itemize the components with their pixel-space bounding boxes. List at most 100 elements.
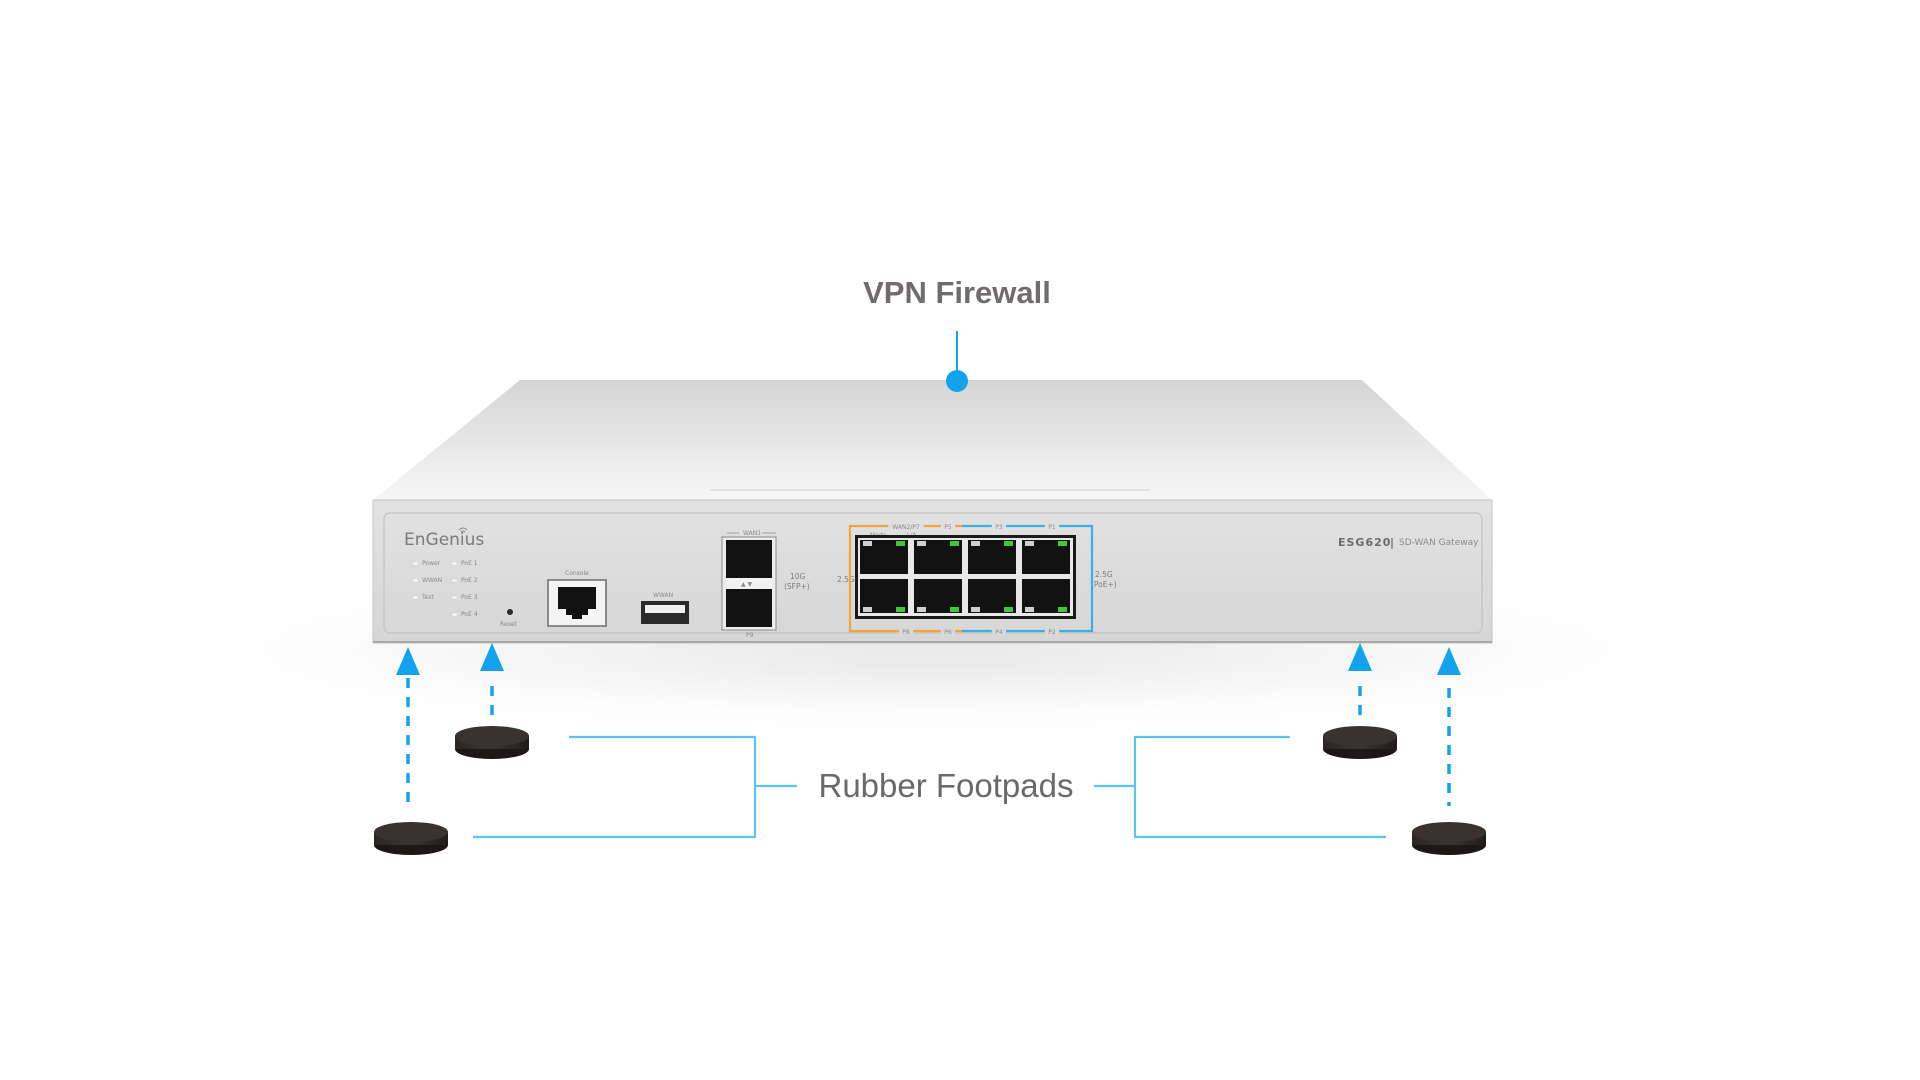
- port-link-led: [1058, 607, 1067, 612]
- ethernet-port[interactable]: [1022, 579, 1070, 613]
- arrow-up-icon: [1437, 647, 1461, 675]
- footpads-left-bracket: [473, 735, 797, 839]
- port-top-label-0: WAN2/P7: [892, 524, 920, 531]
- poe-led-indicator: [451, 595, 458, 600]
- sfp-speed-label: 10G: [790, 572, 806, 581]
- port-top-label-3: P1: [1048, 524, 1056, 531]
- sfp-arrow-icons: ▲ ▼: [741, 581, 753, 588]
- reset-button[interactable]: [507, 609, 513, 615]
- label-knockout: [991, 627, 1007, 635]
- label-knockout: [940, 522, 956, 530]
- arrow-up-icon: [396, 647, 420, 675]
- status-led-indicator: [412, 561, 419, 566]
- label-knockout: [898, 627, 914, 635]
- right-poe-label: (PoE+): [1091, 580, 1117, 589]
- model-name: ESG620: [1338, 536, 1391, 549]
- ethernet-port[interactable]: [860, 579, 908, 613]
- port-mode-led: [917, 541, 926, 546]
- poe-led-label-3: PoE 4: [461, 611, 478, 618]
- port-link-led: [950, 607, 959, 612]
- brand-logo: EnGenius: [404, 530, 484, 550]
- rubber-footpad: [374, 822, 448, 855]
- sfp-top-label: WAN1: [743, 530, 761, 537]
- port-top-label-1: P5: [944, 524, 952, 531]
- label-knockout: [1044, 627, 1060, 635]
- reset-label: Reset: [500, 621, 517, 628]
- label-knockout: [1044, 522, 1060, 530]
- right-speed-label: 2.5G: [1095, 570, 1113, 579]
- footpads-right-bracket: [1094, 735, 1386, 839]
- status-led-indicator: [412, 578, 419, 583]
- footpad-arrow-2: [480, 643, 504, 718]
- arrow-up-icon: [1348, 643, 1372, 671]
- poe-led-indicator: [451, 561, 458, 566]
- front-bezel: [383, 512, 1483, 634]
- port-bottom-label-3: P2: [1048, 629, 1056, 636]
- port-mode-led: [971, 541, 980, 546]
- wifi-logo-icon: [458, 527, 468, 533]
- vpn-firewall-title: VPN Firewall: [863, 275, 1051, 310]
- led-label-2: Test: [421, 594, 434, 601]
- sfp-type-label: (SFP+): [784, 582, 810, 591]
- model-description: SD-WAN Gateway: [1399, 538, 1479, 548]
- port-link-led: [896, 607, 905, 612]
- port-link-led: [1004, 607, 1013, 612]
- sfp-bottom-label: P9: [746, 632, 754, 639]
- port-link-led: [950, 541, 959, 546]
- label-knockout: [991, 522, 1007, 530]
- vpn-firewall-marker-dot: [946, 370, 968, 392]
- footpad-arrow-3: [1348, 643, 1372, 718]
- console-label: Console: [565, 570, 589, 577]
- ethernet-port[interactable]: [1022, 540, 1070, 574]
- wwan-label: WWAN: [653, 592, 673, 599]
- rubber-footpad: [1412, 822, 1486, 855]
- ethernet-port[interactable]: [914, 579, 962, 613]
- poe-led-label-0: PoE 1: [461, 560, 478, 567]
- ethernet-port[interactable]: [968, 579, 1016, 613]
- poe-led-indicator: [451, 612, 458, 617]
- ethernet-port[interactable]: [968, 540, 1016, 574]
- port-link-led: [1004, 541, 1013, 546]
- footpad-arrow-1: [396, 647, 420, 806]
- model-separator: |: [1390, 536, 1395, 549]
- port-bottom-label-1: P6: [944, 629, 952, 636]
- arrow-up-icon: [480, 643, 504, 671]
- rubber-footpad: [455, 726, 529, 759]
- sfp-slot-bottom[interactable]: [726, 589, 772, 627]
- ethernet-port[interactable]: [860, 540, 908, 574]
- port-top-label-2: P3: [995, 524, 1003, 531]
- led-label-0: Power: [422, 560, 441, 567]
- port-mode-led: [863, 541, 872, 546]
- rubber-footpad: [1323, 726, 1397, 759]
- port-link-led: [1058, 541, 1067, 546]
- sfp-divider: [726, 578, 772, 589]
- sfp-port-group: WAN1 ▲ ▼ 10G (SFP+) P9: [721, 530, 810, 639]
- port-link-led: [896, 541, 905, 546]
- port-mode-led: [1025, 541, 1034, 546]
- device-top-surface: [373, 380, 1492, 500]
- poe-led-label-2: PoE 3: [461, 594, 478, 601]
- footpad-arrow-4: [1437, 647, 1461, 806]
- ethernet-port[interactable]: [914, 540, 962, 574]
- port-mode-led: [863, 607, 872, 612]
- poe-led-indicator: [451, 578, 458, 583]
- wwan-usb-port[interactable]: [641, 601, 689, 624]
- blue-poe-bracket: [962, 524, 1094, 633]
- port-bottom-label-0: P8: [902, 629, 910, 636]
- label-knockout: [940, 627, 956, 635]
- console-port[interactable]: [547, 579, 607, 627]
- port-bottom-label-2: P4: [995, 629, 1003, 636]
- port-mode-led: [1025, 607, 1034, 612]
- port-mode-led: [971, 607, 980, 612]
- rubber-footpads-label: Rubber Footpads: [819, 767, 1074, 804]
- poe-led-label-1: PoE 2: [461, 577, 478, 584]
- led-label-1: WWAN: [422, 577, 442, 584]
- ethernet-port-group: 2.5G 2.5G (PoE+) Mode L/A WAN2/P7P5P3P1P…: [837, 522, 1117, 636]
- status-led-indicator: [412, 595, 419, 600]
- sfp-slot-top[interactable]: [726, 540, 772, 578]
- left-speed-label: 2.5G: [837, 575, 855, 584]
- label-knockout: [888, 522, 924, 530]
